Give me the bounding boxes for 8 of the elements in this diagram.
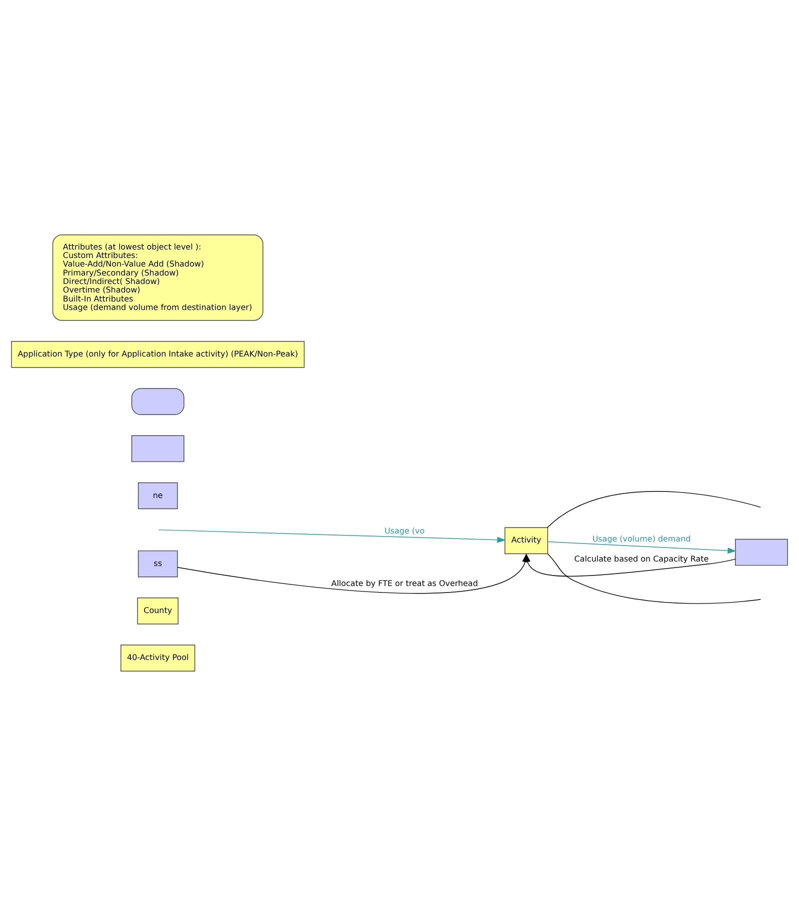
arrow: [547, 540, 736, 554]
node-box: [131, 388, 184, 414]
arrow: [158, 528, 506, 542]
node-box: [131, 434, 184, 462]
connector: [546, 490, 761, 528]
connector: [547, 552, 761, 604]
arrow: [524, 552, 736, 576]
node-box: [734, 538, 788, 566]
